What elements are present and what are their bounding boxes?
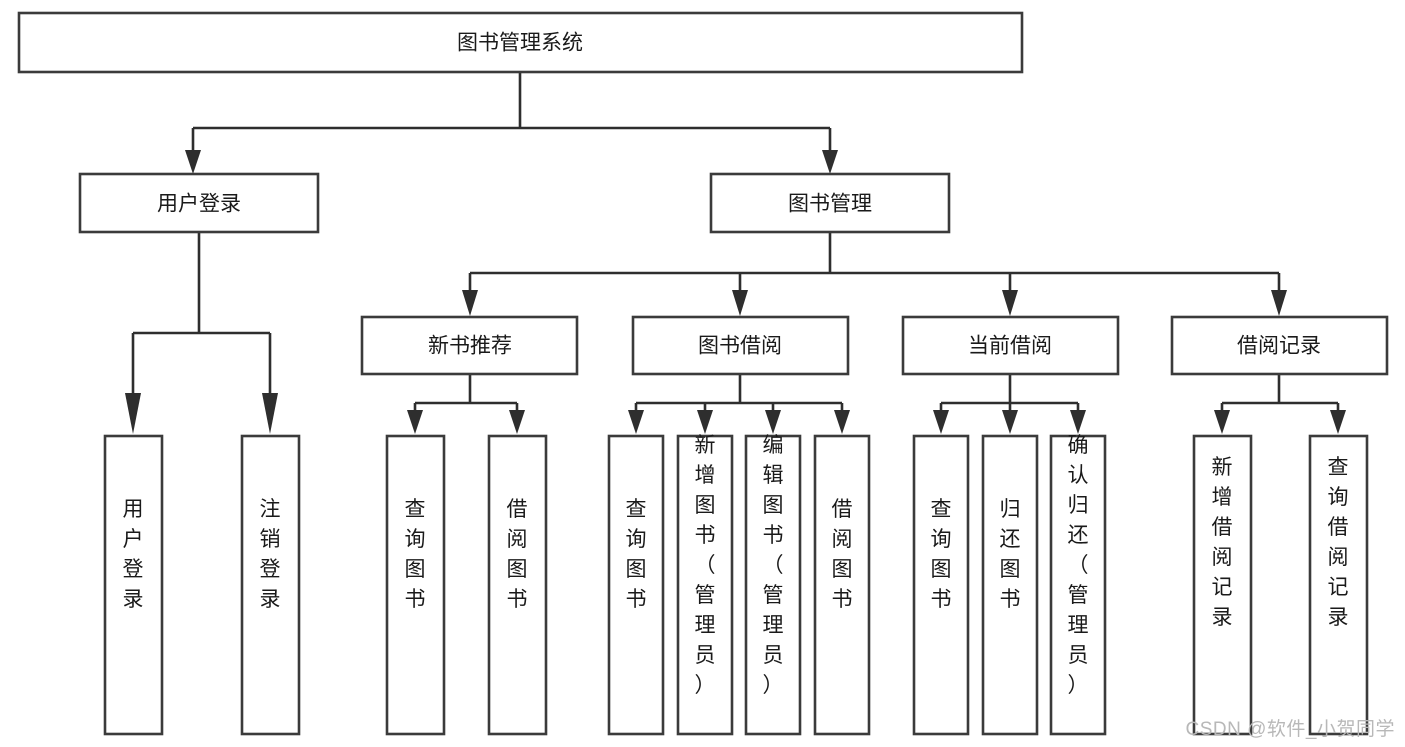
- node-new-book-recommend-label: 新书推荐: [428, 335, 512, 358]
- node-root-box[interactable]: [17, 11, 1024, 74]
- arrowhead-currentborrow-leaf-3: [1070, 410, 1086, 434]
- arrowhead-newbook-leaf-1: [407, 410, 423, 434]
- arrowhead-leaf-logout: [262, 393, 278, 434]
- leaf-borrowrecord-query-label: 查询借阅记录: [1328, 456, 1349, 629]
- leaf-node[interactable]: 查询图书: [607, 434, 665, 736]
- leaf-borrowrecord-query-box[interactable]: [1308, 434, 1369, 736]
- leaf-logout-box[interactable]: [240, 434, 301, 736]
- node-book-borrow-box[interactable]: [631, 315, 850, 376]
- node-borrow-record[interactable]: 借阅记录: [1170, 315, 1389, 376]
- leaf-currentborrow-query-box[interactable]: [912, 434, 970, 736]
- leaf-bookborrow-borrow-label: 借阅图书: [832, 498, 853, 611]
- node-book-borrow-label: 图书借阅: [698, 335, 782, 358]
- leaf-bookborrow-add-box[interactable]: [676, 434, 734, 736]
- leaf-node[interactable]: 注销登录: [240, 434, 301, 736]
- arrowhead-leaf-user-login: [125, 393, 141, 434]
- node-current-borrow-box[interactable]: [901, 315, 1120, 376]
- arrowhead-currentborrow-leaf-1: [933, 410, 949, 434]
- leaf-currentborrow-query-label: 查询图书: [931, 498, 952, 611]
- leaf-node[interactable]: 借阅图书: [813, 434, 871, 736]
- leaf-node[interactable]: 查询图书: [912, 434, 970, 736]
- leaf-newbook-borrow-label: 借阅图书: [507, 498, 528, 611]
- node-current-borrow-label: 当前借阅: [968, 335, 1052, 358]
- leaf-borrowrecord-add-box[interactable]: [1192, 434, 1253, 736]
- leaf-borrowrecord-add-label: 新增借阅记录: [1212, 456, 1233, 629]
- arrowhead-bookborrow-leaf-1: [628, 410, 644, 434]
- node-new-book-recommend-box[interactable]: [360, 315, 579, 376]
- node-book-management-box[interactable]: [709, 172, 951, 234]
- leaf-node[interactable]: 新增借阅记录: [1192, 434, 1253, 736]
- arrowhead-user-login: [185, 150, 201, 174]
- leaf-node[interactable]: 查询借阅记录: [1308, 434, 1369, 736]
- node-borrow-record-label: 借阅记录: [1237, 335, 1321, 358]
- node-user-login[interactable]: 用户登录: [78, 172, 320, 234]
- arrowhead-borrowrecord-leaf-1: [1214, 410, 1230, 434]
- arrowhead-newbook-leaf-2: [509, 410, 525, 434]
- leaf-bookborrow-add-label: 新增图书（管理员）: [695, 434, 716, 697]
- connector-layer: [125, 72, 1346, 434]
- leaf-bookborrow-query-label: 查询图书: [626, 498, 647, 611]
- leaf-currentborrow-return-box[interactable]: [981, 434, 1039, 736]
- arrowhead-bookborrow-leaf-2: [697, 410, 713, 434]
- node-new-book-recommend[interactable]: 新书推荐: [360, 315, 579, 376]
- leaf-bookborrow-edit-box[interactable]: [744, 434, 802, 736]
- leaf-currentborrow-return-label: 归还图书: [1000, 498, 1021, 611]
- node-book-borrow[interactable]: 图书借阅: [631, 315, 850, 376]
- leaf-bookborrow-edit-label: 编辑图书（管理员）: [763, 434, 784, 697]
- leaf-node[interactable]: 归还图书: [981, 434, 1039, 736]
- node-borrow-record-box[interactable]: [1170, 315, 1389, 376]
- arrowhead-new-book: [462, 290, 478, 316]
- leaf-node[interactable]: 编辑图书（管理员）: [744, 434, 802, 736]
- arrowhead-book-borrow: [732, 290, 748, 316]
- leaf-node[interactable]: 新增图书（管理员）: [676, 434, 734, 736]
- leaf-node[interactable]: 确认归还（管理员）: [1049, 434, 1107, 736]
- node-book-management[interactable]: 图书管理: [709, 172, 951, 234]
- arrowhead-bookborrow-leaf-3: [765, 410, 781, 434]
- leaf-currentborrow-confirm-box[interactable]: [1049, 434, 1107, 736]
- leaf-bookborrow-borrow-box[interactable]: [813, 434, 871, 736]
- arrowhead-book-mgmt: [822, 150, 838, 174]
- leaf-node[interactable]: 查询图书: [385, 434, 446, 736]
- leaf-bookborrow-query-box[interactable]: [607, 434, 665, 736]
- node-current-borrow[interactable]: 当前借阅: [901, 315, 1120, 376]
- arrowhead-bookborrow-leaf-4: [834, 410, 850, 434]
- leaf-newbook-query-box[interactable]: [385, 434, 446, 736]
- leaf-newbook-query-label: 查询图书: [405, 498, 426, 611]
- arrowhead-borrowrecord-leaf-2: [1330, 410, 1346, 434]
- leaf-node[interactable]: 借阅图书: [487, 434, 548, 736]
- arrowhead-currentborrow-leaf-2: [1002, 410, 1018, 434]
- leaf-newbook-borrow-box[interactable]: [487, 434, 548, 736]
- node-book-management-label: 图书管理: [788, 193, 872, 216]
- leaf-user-login-box[interactable]: [103, 434, 164, 736]
- leaf-logout-label: 注销登录: [260, 498, 281, 611]
- arrowhead-borrow-record: [1271, 290, 1287, 316]
- node-root[interactable]: 图书管理系统: [17, 11, 1024, 74]
- leaf-node[interactable]: 用户登录: [103, 434, 164, 736]
- node-user-login-box[interactable]: [78, 172, 320, 234]
- leaf-user-login-label: 用户登录: [123, 498, 144, 611]
- arrowhead-current-borrow: [1002, 290, 1018, 316]
- node-root-label: 图书管理系统: [457, 32, 583, 55]
- node-user-login-label: 用户登录: [157, 193, 241, 216]
- leaf-currentborrow-confirm-label: 确认归还（管理员）: [1068, 434, 1089, 697]
